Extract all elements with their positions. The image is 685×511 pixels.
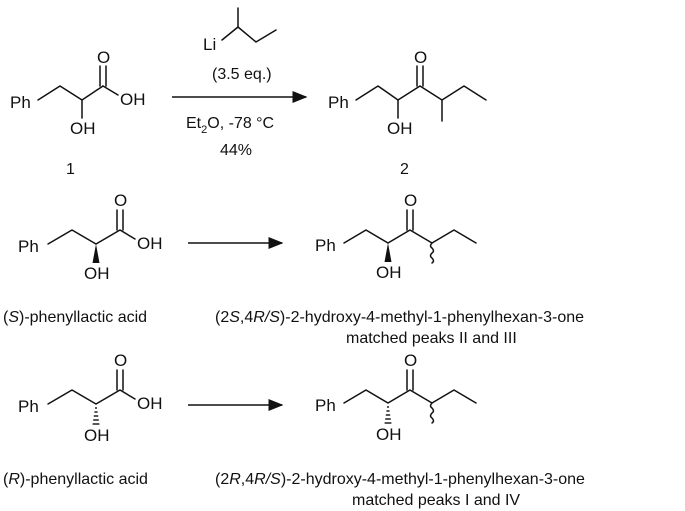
- carbon-skeleton: [47, 389, 121, 405]
- wedge-bond: [92, 244, 100, 263]
- carbonyl-oxygen-label: O: [404, 351, 417, 370]
- 2s-matched-peaks: matched peaks II and III: [346, 330, 517, 347]
- carbon-skeleton: [37, 85, 104, 101]
- acid-hydroxyl-label: OH: [137, 234, 163, 253]
- compound-number-1: 1: [66, 161, 75, 178]
- carbon-skeleton: [343, 229, 477, 244]
- reaction-1: Ph OH O OH 1 Li (3.5 eq.) Et2O, -78 °C 4…: [10, 7, 487, 178]
- s-phenyllactic-acid-structure: Ph OH O OH: [18, 191, 163, 283]
- carbonyl-oxygen-label: O: [404, 191, 417, 210]
- reaction-conditions: Et2O, -78 °C: [186, 115, 274, 136]
- acid-oh-bond: [119, 389, 136, 400]
- hydroxyl-label: OH: [84, 426, 110, 445]
- compound-1-phenyllactic-acid: Ph OH O OH 1: [10, 48, 146, 178]
- sec-butyllithium-reagent: Li: [203, 7, 277, 54]
- wavy-methyl-bond: [429, 402, 435, 424]
- acid-hydroxyl-label: OH: [120, 90, 146, 109]
- carbonyl-oxygen-label: O: [114, 191, 127, 210]
- hashed-bond: [384, 406, 392, 424]
- reaction-3-r-enantiomer: Ph OH O OH (R)-phenyllactic acid Ph: [3, 351, 585, 509]
- carbonyl-oxygen-label: O: [414, 48, 427, 67]
- carbon-skeleton: [47, 229, 121, 245]
- hashed-bond: [92, 407, 100, 425]
- wedge-bond: [384, 243, 392, 262]
- s-phenyllactic-acid-caption: (S)-phenyllactic acid: [3, 309, 147, 326]
- hydroxyl-label: OH: [387, 119, 413, 138]
- compound-2-hydroxy-ketone: Ph OH O 2: [328, 48, 487, 178]
- solvent-et: Et: [186, 115, 202, 132]
- hydroxyl-label: OH: [70, 119, 96, 138]
- carbonyl-oxygen-label: O: [97, 48, 110, 67]
- phenyl-label: Ph: [315, 396, 336, 415]
- phenyl-label: Ph: [18, 237, 39, 256]
- hydroxyl-label: OH: [376, 425, 402, 444]
- wavy-methyl-bond: [429, 242, 435, 264]
- sec-butyl-skeleton: [221, 26, 277, 43]
- acid-hydroxyl-label: OH: [137, 394, 163, 413]
- 2r-hydroxy-ketone-structure: Ph OH O: [315, 351, 477, 444]
- hydroxyl-label: OH: [376, 263, 402, 282]
- carbon-skeleton: [355, 85, 487, 101]
- carbon-skeleton: [343, 389, 477, 404]
- phenyl-label: Ph: [10, 93, 31, 112]
- 2r-matched-peaks: matched peaks I and IV: [352, 492, 520, 509]
- reagent-equivalents: (3.5 eq.): [212, 66, 272, 83]
- reaction-2-s-enantiomer: Ph OH O OH (S)-phenyllactic acid Ph OH O…: [3, 191, 584, 347]
- acid-oh-bond: [119, 229, 136, 240]
- 2r-product-caption: (2R,4R/S)-2-hydroxy-4-methyl-1-phenylhex…: [215, 471, 585, 488]
- r-phenyllactic-acid-caption: (R)-phenyllactic acid: [3, 471, 148, 488]
- phenyl-label: Ph: [315, 236, 336, 255]
- lithium-label: Li: [203, 35, 216, 54]
- compound-number-2: 2: [400, 161, 409, 178]
- phenyl-label: Ph: [18, 397, 39, 416]
- solvent-temperature: O, -78 °C: [207, 115, 274, 132]
- hydroxyl-label: OH: [84, 264, 110, 283]
- phenyl-label: Ph: [328, 93, 349, 112]
- 2s-hydroxy-ketone-structure: Ph OH O: [315, 191, 477, 282]
- acid-oh-bond: [102, 85, 119, 96]
- reaction-yield: 44%: [220, 142, 252, 159]
- 2s-product-caption: (2S,4R/S)-2-hydroxy-4-methyl-1-phenylhex…: [215, 309, 584, 326]
- carbonyl-oxygen-label: O: [114, 351, 127, 370]
- solvent-subscript: 2: [201, 124, 207, 136]
- r-phenyllactic-acid-structure: Ph OH O OH: [18, 351, 163, 445]
